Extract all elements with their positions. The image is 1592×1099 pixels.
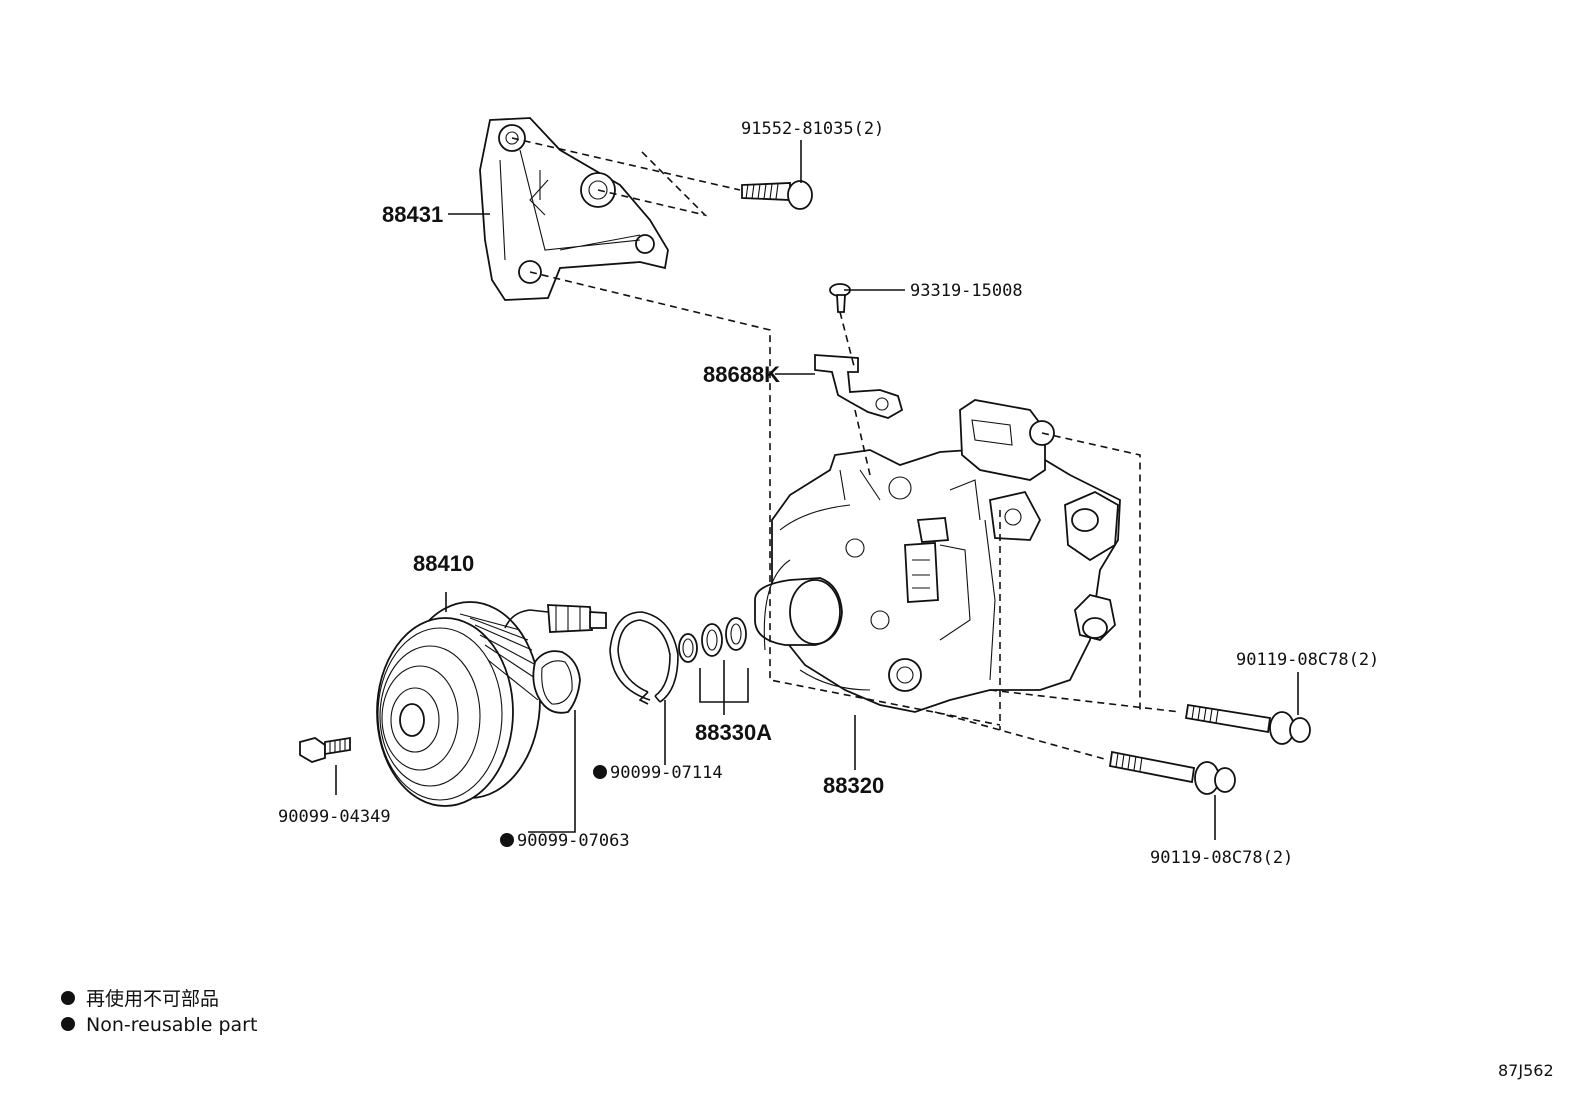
label-90119-08c78-upper: 90119-08C78(2) xyxy=(1236,650,1379,670)
snap-ring-90099-07114[interactable] xyxy=(609,611,679,705)
label-90119-08c78-lower: 90119-08C78(2) xyxy=(1150,848,1293,868)
legend-line-japanese: 再使用不可部品 xyxy=(86,988,219,1010)
magnet-clutch-88410[interactable] xyxy=(376,601,607,807)
assembly-lines xyxy=(511,137,1181,761)
label-90099-07114: 90099-07114 xyxy=(610,763,723,783)
bracket-88431[interactable] xyxy=(479,117,669,301)
screw-93319[interactable] xyxy=(829,283,851,313)
legend-marker xyxy=(61,991,75,1005)
legend: 再使用不可部品 Non-reusable part xyxy=(61,988,257,1036)
bracket-88688k[interactable] xyxy=(814,354,904,419)
leader-lines xyxy=(335,140,1299,840)
non-reusable-marker xyxy=(500,833,514,847)
shim-90099-07063[interactable] xyxy=(532,650,581,714)
label-93319-15008: 93319-15008 xyxy=(910,281,1023,301)
bolt-90099-04349[interactable] xyxy=(299,736,351,763)
label-88320: 88320 xyxy=(823,773,884,798)
label-88431: 88431 xyxy=(382,202,443,227)
label-88410: 88410 xyxy=(413,551,474,576)
legend-line-english: Non-reusable part xyxy=(86,1014,257,1036)
bolt-91552[interactable] xyxy=(741,180,813,210)
o-rings-88330a[interactable] xyxy=(678,617,747,663)
diagram-code: 87J562 xyxy=(1498,1061,1554,1080)
legend-marker xyxy=(61,1017,75,1031)
non-reusable-marker xyxy=(593,765,607,779)
label-90099-04349: 90099-04349 xyxy=(278,807,391,827)
label-88688k: 88688K xyxy=(703,362,780,387)
label-91552-81035: 91552-81035(2) xyxy=(741,119,884,139)
bolt-90119-lower[interactable] xyxy=(1108,750,1236,795)
bolt-90119-upper[interactable] xyxy=(1184,703,1311,745)
label-88330a: 88330A xyxy=(695,720,772,745)
label-90099-07063: 90099-07063 xyxy=(517,831,630,851)
compressor-88320[interactable] xyxy=(754,399,1121,713)
